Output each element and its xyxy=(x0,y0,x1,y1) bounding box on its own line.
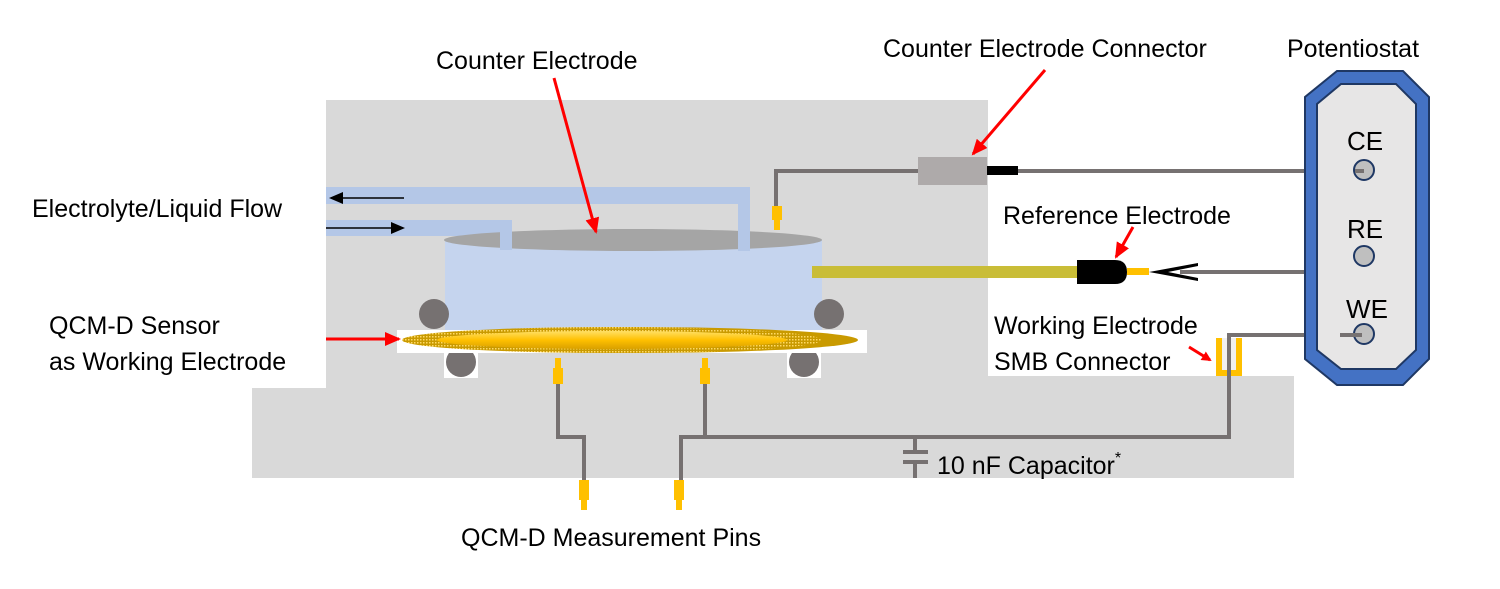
label-capacitor: 10 nF Capacitor* xyxy=(937,450,1121,480)
qcmd-measurement-pins xyxy=(553,358,710,510)
label-qcmd-sensor-line1: QCM-D Sensor xyxy=(49,312,220,340)
label-reference-electrode: Reference Electrode xyxy=(1003,202,1231,230)
label-counter-electrode-connector: Counter Electrode Connector xyxy=(883,35,1207,63)
label-measurement-pins: QCM-D Measurement Pins xyxy=(461,524,761,552)
arrow-counter-electrode xyxy=(552,77,600,234)
label-electrolyte-flow: Electrolyte/Liquid Flow xyxy=(32,195,283,223)
port-label-we: WE xyxy=(1346,294,1388,324)
label-qcmd-sensor-line2: as Working Electrode xyxy=(49,348,286,376)
potentiostat: CE RE WE xyxy=(1304,70,1430,386)
arrow-we-smb xyxy=(1188,345,1212,362)
arrow-reference-electrode xyxy=(1114,226,1135,259)
capacitor-footnote-mark: * xyxy=(1115,450,1121,467)
counter-electrode-disc xyxy=(444,229,822,251)
port-label-ce: CE xyxy=(1347,126,1383,156)
capacitor-symbol xyxy=(903,450,928,454)
counter-electrode-connector xyxy=(918,157,987,185)
port-label-re: RE xyxy=(1347,214,1383,244)
qcmd-sensor xyxy=(397,327,867,353)
label-potentiostat: Potentiostat xyxy=(1287,35,1419,63)
port-re[interactable] xyxy=(1353,245,1375,267)
label-we-smb-line2: SMB Connector xyxy=(994,348,1170,376)
label-counter-electrode: Counter Electrode xyxy=(436,47,638,75)
working-electrode-wiring xyxy=(679,333,1362,482)
arrow-counter-electrode-connector xyxy=(971,69,1047,156)
label-we-smb-line1: Working Electrode xyxy=(994,312,1198,340)
